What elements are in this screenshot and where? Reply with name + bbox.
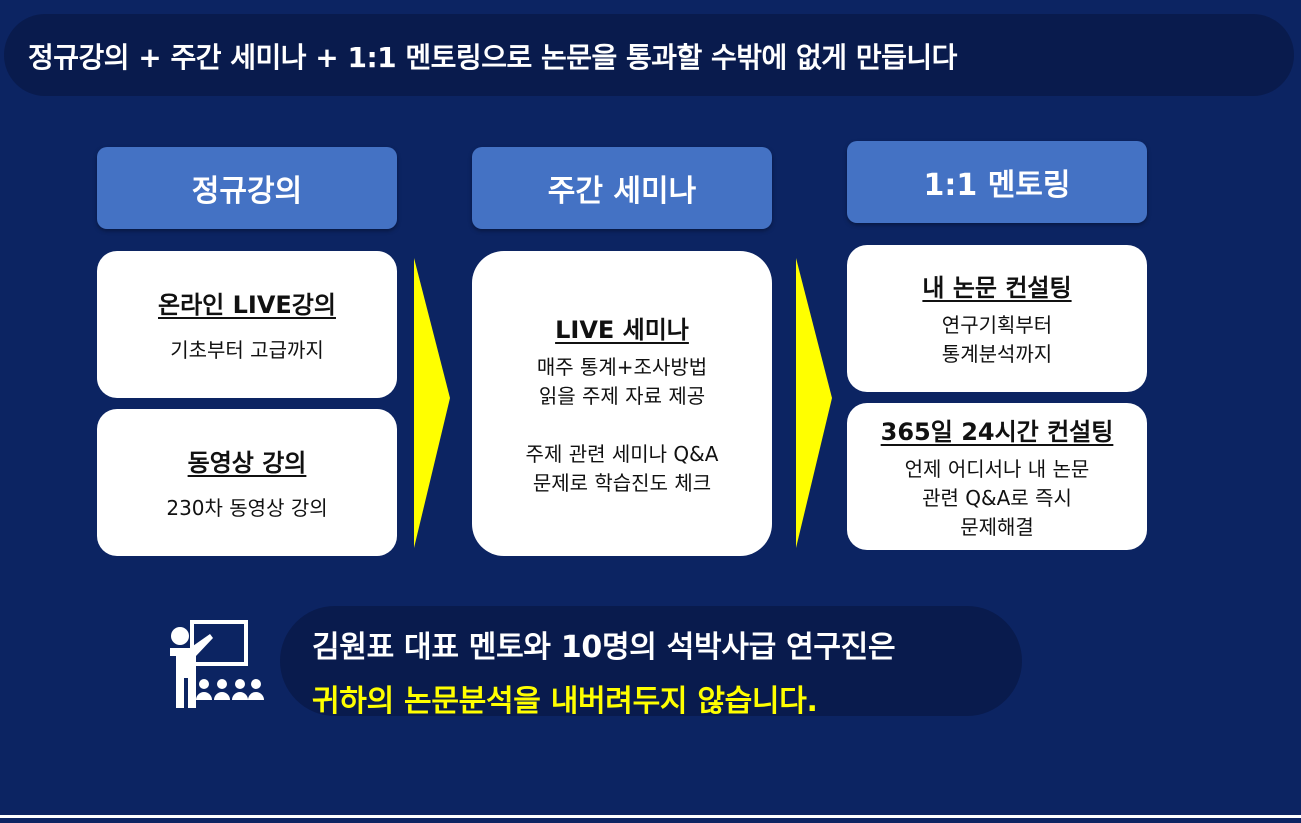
card-line: 매주 통계+조사방법 (536, 354, 708, 379)
card-title: LIVE 세미나 (555, 315, 689, 344)
footer-divider (0, 815, 1301, 818)
card-online-live-lecture: 온라인 LIVE강의 기초부터 고급까지 (97, 251, 397, 398)
card-my-paper-consulting: 내 논문 컨설팅 연구기획부터 통계분석까지 (847, 245, 1147, 392)
banner-title: 정규강의 + 주간 세미나 + 1:1 멘토링으로 논문을 통과할 수밖에 없게… (28, 41, 957, 74)
card-line: 관련 Q&A로 즉시 (922, 485, 1072, 510)
bottom-message-line2: 귀하의 논문분석을 내버려두지 않습니다. (312, 684, 818, 719)
card-line: 읽을 주제 자료 제공 (538, 383, 706, 408)
card-365-day-consulting: 365일 24시간 컨설팅 언제 어디서나 내 논문 관련 Q&A로 즉시 문제… (847, 403, 1147, 550)
column-header-mentoring: 1:1 멘토링 (847, 141, 1147, 223)
chevron-arrow-icon (796, 258, 832, 548)
card-title: 동영상 강의 (187, 448, 307, 477)
bottom-message-line1: 김원표 대표 멘토와 10명의 석박사급 연구진은 (312, 630, 896, 665)
card-line: 문제로 학습진도 체크 (532, 470, 712, 495)
bottom-message-pill (280, 606, 1022, 716)
card-line: 통계분석까지 (941, 342, 1053, 366)
column-header-weekly-seminar: 주간 세미나 (472, 147, 772, 229)
card-line: 연구기획부터 (941, 313, 1053, 337)
card-line: 230차 동영상 강의 (166, 495, 328, 520)
teacher-presentation-icon (170, 620, 264, 708)
card-live-seminar: LIVE 세미나 매주 통계+조사방법 읽을 주제 자료 제공 주제 관련 세미… (472, 251, 772, 556)
card-title: 온라인 LIVE강의 (158, 290, 336, 319)
top-banner (4, 14, 1294, 96)
card-line: 문제해결 (960, 514, 1034, 539)
column-header-regular-lecture: 정규강의 (97, 147, 397, 229)
card-title: 365일 24시간 컨설팅 (880, 417, 1114, 446)
chevron-arrow-icon (414, 258, 450, 548)
card-video-lecture: 동영상 강의 230차 동영상 강의 (97, 409, 397, 556)
card-line: 기초부터 고급까지 (170, 337, 324, 362)
card-line: 언제 어디서나 내 논문 (904, 456, 1090, 481)
card-line: 주제 관련 세미나 Q&A (525, 441, 719, 466)
card-title: 내 논문 컨설팅 (922, 274, 1072, 302)
